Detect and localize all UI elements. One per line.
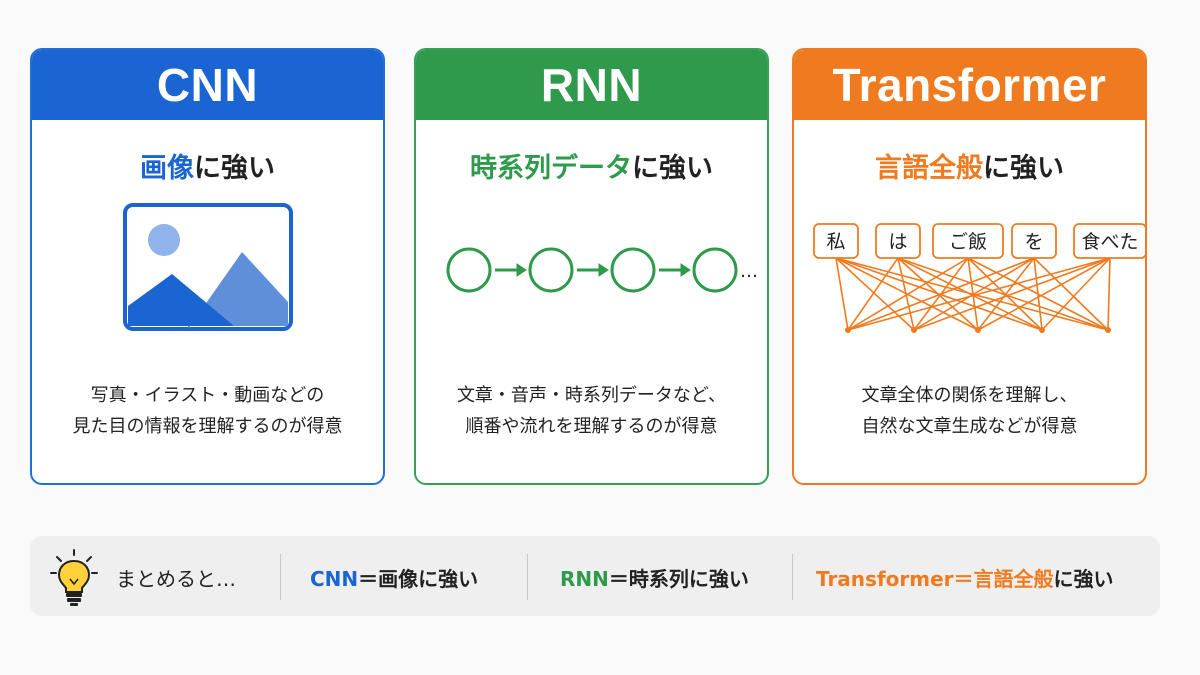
rnn-strength-highlight: 時系列データ [470, 153, 632, 184]
sequence-node [692, 247, 737, 293]
summary-transformer-eq: ＝言語全般 [953, 567, 1054, 591]
cnn-strength: 画像に強い [32, 146, 383, 185]
attention-line [897, 257, 915, 331]
rnn-card: RNN 時系列データに強い … 文章・音声・時系列データなど、 順番や流 [414, 48, 769, 485]
attention-node [845, 327, 851, 333]
token-box [1011, 223, 1057, 259]
summary-transformer: Transformer＝言語全般に強い [816, 563, 1114, 592]
sequence-diagram: … [446, 247, 757, 293]
rnn-desc-line2: 順番や流れを理解するのが得意 [465, 416, 718, 437]
summary-lead: まとめると… [116, 567, 236, 591]
transformer-illustration: 私 は ご飯 を 食べた [794, 210, 1145, 340]
summary-divider [280, 554, 281, 600]
lightbulb-icon [50, 549, 98, 606]
attention-line [835, 257, 1109, 331]
transformer-card-header: Transformer [794, 50, 1145, 120]
summary-transformer-name: Transformer [816, 567, 954, 591]
rnn-strength-suffix: に強い [632, 153, 713, 184]
token-box [932, 223, 1004, 259]
token-label: 食べた [1081, 231, 1138, 253]
attention-line [913, 257, 1035, 331]
summary-bar: まとめると… CNN＝画像に強い RNN＝時系列に強い Transformer＝… [30, 536, 1160, 616]
attention-line [897, 257, 979, 331]
rnn-card-header: RNN [416, 50, 767, 120]
attention-line [913, 257, 1111, 331]
attention-line [977, 257, 1111, 331]
cnn-description: 写真・イラスト・動画などの 見た目の情報を理解するのが得意 [32, 380, 383, 442]
attention-node [975, 327, 981, 333]
token-label: 私 [826, 231, 845, 253]
cnn-illustration [32, 202, 383, 342]
cnn-desc-line1: 写真・イラスト・動画などの [90, 385, 325, 406]
attention-line [977, 257, 1035, 331]
attention-line [835, 257, 915, 331]
summary-transformer-suffix: に強い [1053, 567, 1114, 591]
attention-line [835, 257, 849, 331]
token-box [813, 223, 859, 259]
attention-node [1039, 327, 1045, 333]
image-icon [122, 203, 293, 331]
transformer-title: Transformer [832, 59, 1107, 111]
sequence-node [528, 247, 573, 293]
attention-line [897, 257, 1043, 331]
attention-line [847, 257, 899, 331]
rnn-strength: 時系列データに強い [416, 146, 767, 185]
sequence-node [610, 247, 655, 293]
summary-divider [792, 554, 793, 600]
transformer-desc-line2: 自然な文章生成などが得意 [861, 416, 1078, 437]
rnn-title: RNN [540, 59, 643, 111]
summary-rnn-eq: ＝時系列に強い [608, 567, 749, 591]
transformer-description: 文章全体の関係を理解し、 自然な文章生成などが得意 [794, 380, 1145, 442]
attention-node [911, 327, 917, 333]
attention-diagram: 私 は ご飯 を 食べた [813, 223, 1145, 333]
attention-line [1033, 257, 1109, 331]
sequence-ellipsis: … [740, 261, 757, 282]
summary-cnn-eq: ＝画像に強い [358, 567, 479, 591]
summary-cnn-name: CNN [310, 567, 359, 591]
attention-line [1033, 257, 1043, 331]
attention-line [847, 257, 1035, 331]
token-box [1073, 223, 1145, 259]
transformer-strength-highlight: 言語全般 [875, 153, 983, 184]
sequence-node [446, 247, 491, 293]
rnn-desc-line1: 文章・音声・時系列データなど、 [456, 385, 727, 406]
attention-line [897, 257, 1109, 331]
cnn-desc-line2: 見た目の情報を理解するのが得意 [72, 416, 343, 437]
attention-node [1105, 327, 1111, 333]
attention-line [1041, 257, 1111, 331]
cnn-strength-highlight: 画像 [140, 153, 194, 184]
token-box [875, 223, 921, 259]
transformer-card: Transformer 言語全般に強い 私 は ご飯 を 食べた 文章全体の関係を理解し… [792, 48, 1147, 485]
cnn-title: CNN [156, 59, 259, 111]
cnn-strength-suffix: に強い [194, 153, 275, 184]
token-label: は [888, 231, 907, 253]
attention-line [847, 257, 969, 331]
rnn-illustration: … [416, 202, 767, 342]
summary-cnn: CNN＝画像に強い [310, 563, 478, 592]
cnn-card: CNN 画像に強い 写真・イラスト・動画などの 見た目の情報を理解するのが得意 [30, 48, 385, 485]
summary-rnn: RNN＝時系列に強い [560, 563, 749, 592]
attention-line [847, 257, 1111, 331]
token-label: ご飯 [949, 231, 987, 253]
rnn-description: 文章・音声・時系列データなど、 順番や流れを理解するのが得意 [416, 380, 767, 442]
transformer-desc-line1: 文章全体の関係を理解し、 [861, 385, 1078, 406]
summary-divider [527, 554, 528, 600]
transformer-strength: 言語全般に強い [794, 146, 1145, 185]
summary-rnn-name: RNN [560, 567, 609, 591]
transformer-strength-suffix: に強い [983, 153, 1064, 184]
token-label: を [1024, 231, 1043, 253]
attention-line [1107, 257, 1111, 331]
cnn-card-header: CNN [32, 50, 383, 120]
